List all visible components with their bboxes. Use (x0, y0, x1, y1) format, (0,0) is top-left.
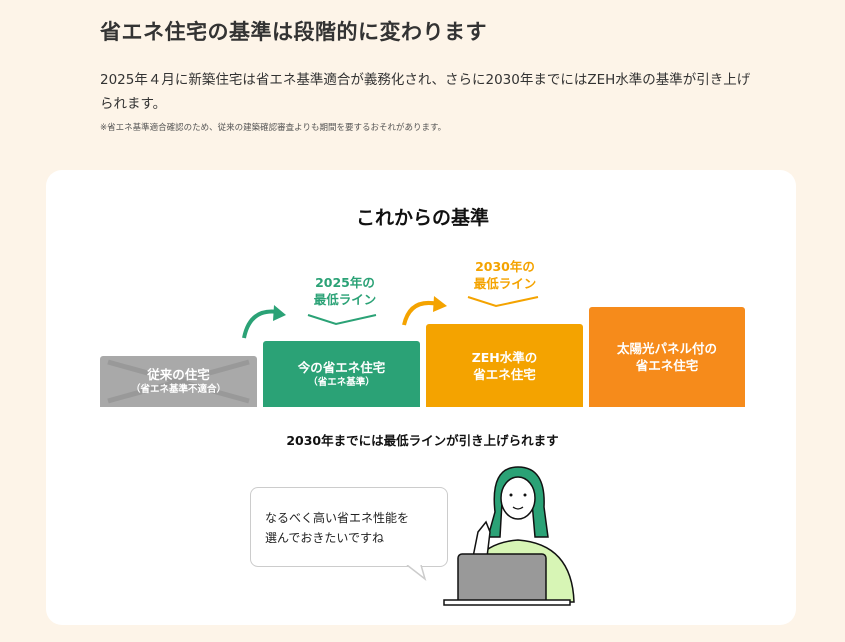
chevron-2030-icon (467, 296, 539, 308)
bar-label: 今の省エネ住宅 (297, 359, 386, 375)
bubble-line-1: なるべく高い省エネ性能を (265, 511, 410, 525)
bar-sub: （省エネ基準不適合） (130, 384, 226, 395)
bar-label: 太陽光パネル付の (616, 341, 717, 356)
cross-icon (107, 359, 250, 404)
line-2025-year: 2025年の (315, 275, 375, 290)
line-2030-year: 2030年の (475, 259, 535, 274)
bar-sub: （省エネ基準） (308, 376, 375, 388)
bar-sub: 省エネ住宅 (473, 366, 536, 382)
bar-solar-house: 太陽光パネル付の 省エネ住宅 (589, 307, 745, 407)
arrow-orange-icon (402, 301, 439, 326)
arrow-green-icon (242, 309, 279, 339)
chevron-2025-icon (307, 314, 377, 326)
bar-current-eco-house: 今の省エネ住宅 （省エネ基準） (263, 341, 420, 407)
line-2030-label: 2030年の 最低ライン (450, 258, 560, 292)
lead-text: 2025年４月に新築住宅は省エネ基準適合が義務化され、さらに2030年までにはZ… (100, 72, 751, 112)
card-title: これからの基準 (355, 207, 489, 229)
bar-conventional-house: 従来の住宅 （省エネ基準不適合） (100, 356, 257, 407)
bar-label: ZEH水準の (471, 349, 538, 365)
bar-label: 従来の住宅 (147, 367, 210, 382)
footnote: ※省エネ基準適合確認のため、従来の建築確認審査よりも期間を要するおそれがあります… (100, 123, 447, 133)
line-2025-text: 最低ライン (313, 292, 377, 307)
speech-bubble: なるべく高い省エネ性能を 選んでおきたいですね (250, 487, 448, 567)
bar-sub: 省エネ住宅 (635, 358, 699, 373)
caption: 2030年までには最低ラインが引き上げられます (286, 433, 559, 448)
arrows-and-markers (242, 296, 539, 339)
bubble-tail-icon (406, 565, 427, 581)
line-2025-label: 2025年の 最低ライン (290, 274, 400, 308)
page-title: 省エネ住宅の基準は段階的に変わります (100, 20, 487, 44)
woman-with-laptop-illustration (443, 466, 575, 606)
bubble-line-2: 選んでおきたいですね (265, 531, 385, 545)
line-2030-text: 最低ライン (473, 276, 537, 291)
bar-zeh-house: ZEH水準の 省エネ住宅 (426, 324, 583, 407)
